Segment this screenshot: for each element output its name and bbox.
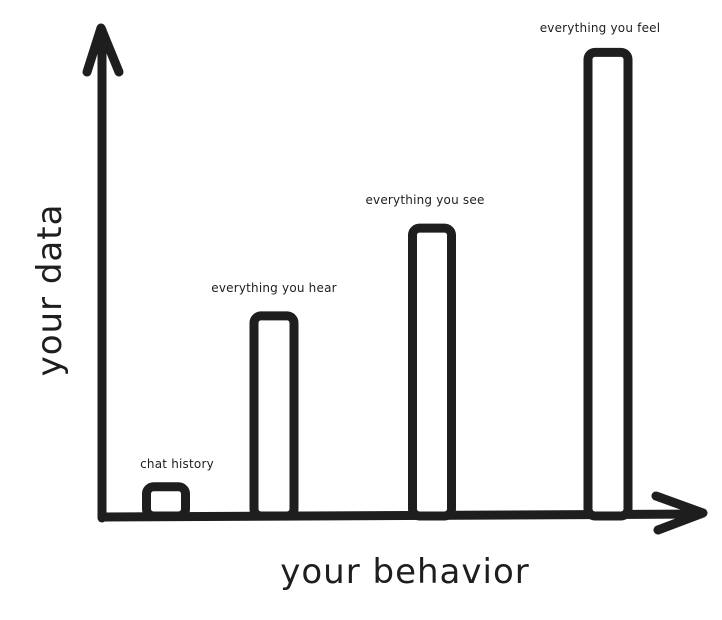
x-axis-label: your behavior bbox=[280, 552, 530, 592]
x-axis-arrow-icon bbox=[651, 491, 708, 535]
bar-everything-you-hear bbox=[249, 311, 299, 521]
bar-everything-you-feel bbox=[583, 47, 633, 521]
y-axis-arrow-icon bbox=[82, 23, 124, 77]
y-axis-label: your data bbox=[30, 203, 70, 377]
bar-label-chat-history: chat history bbox=[140, 457, 214, 471]
bar-everything-you-see bbox=[408, 223, 456, 521]
bar-label-everything-you-hear: everything you hear bbox=[211, 281, 337, 295]
bar-label-everything-you-see: everything you see bbox=[365, 193, 485, 207]
bar-label-everything-you-feel: everything you feel bbox=[539, 21, 661, 35]
bar-chat-history bbox=[142, 482, 190, 521]
